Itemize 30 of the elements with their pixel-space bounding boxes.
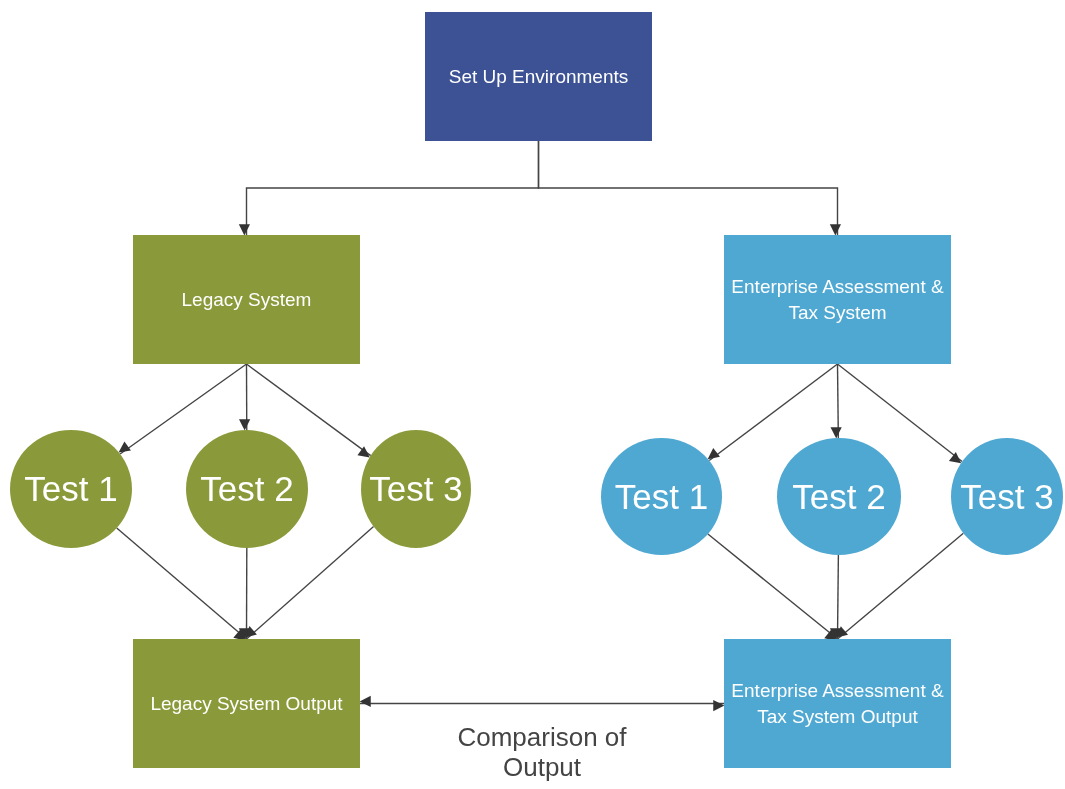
arrow <box>537 140 841 236</box>
arrow <box>245 363 372 458</box>
process-box <box>133 639 360 768</box>
node-label: Enterprise Assessment & Tax System <box>730 274 945 325</box>
node-label: Legacy System <box>180 287 313 312</box>
node-label: Test 1 <box>614 476 709 517</box>
arrow <box>116 527 248 641</box>
arrow <box>835 532 965 640</box>
arrow <box>707 363 839 462</box>
arrow <box>707 533 839 641</box>
node-label: Set Up Environments <box>447 64 630 89</box>
node-label: Test 3 <box>960 476 1054 517</box>
arrow <box>830 363 842 439</box>
process-box <box>724 235 951 364</box>
arrow <box>238 547 251 640</box>
node-label: Test 2 <box>792 476 886 517</box>
arrow <box>359 695 725 712</box>
process-box <box>425 12 652 141</box>
arrow <box>239 363 251 431</box>
node-label: Enterprise Assessment & Tax System Output <box>730 678 945 729</box>
arrow <box>836 363 963 464</box>
process-box <box>133 235 360 364</box>
arrow <box>829 554 842 640</box>
arrow <box>118 363 248 455</box>
node-label: Test 2 <box>200 469 294 509</box>
node-label: Test 3 <box>369 469 463 509</box>
process-box <box>724 639 951 768</box>
node-label: Test 1 <box>24 469 118 509</box>
node-label: Legacy System Output <box>149 691 344 716</box>
arrow <box>244 525 375 640</box>
